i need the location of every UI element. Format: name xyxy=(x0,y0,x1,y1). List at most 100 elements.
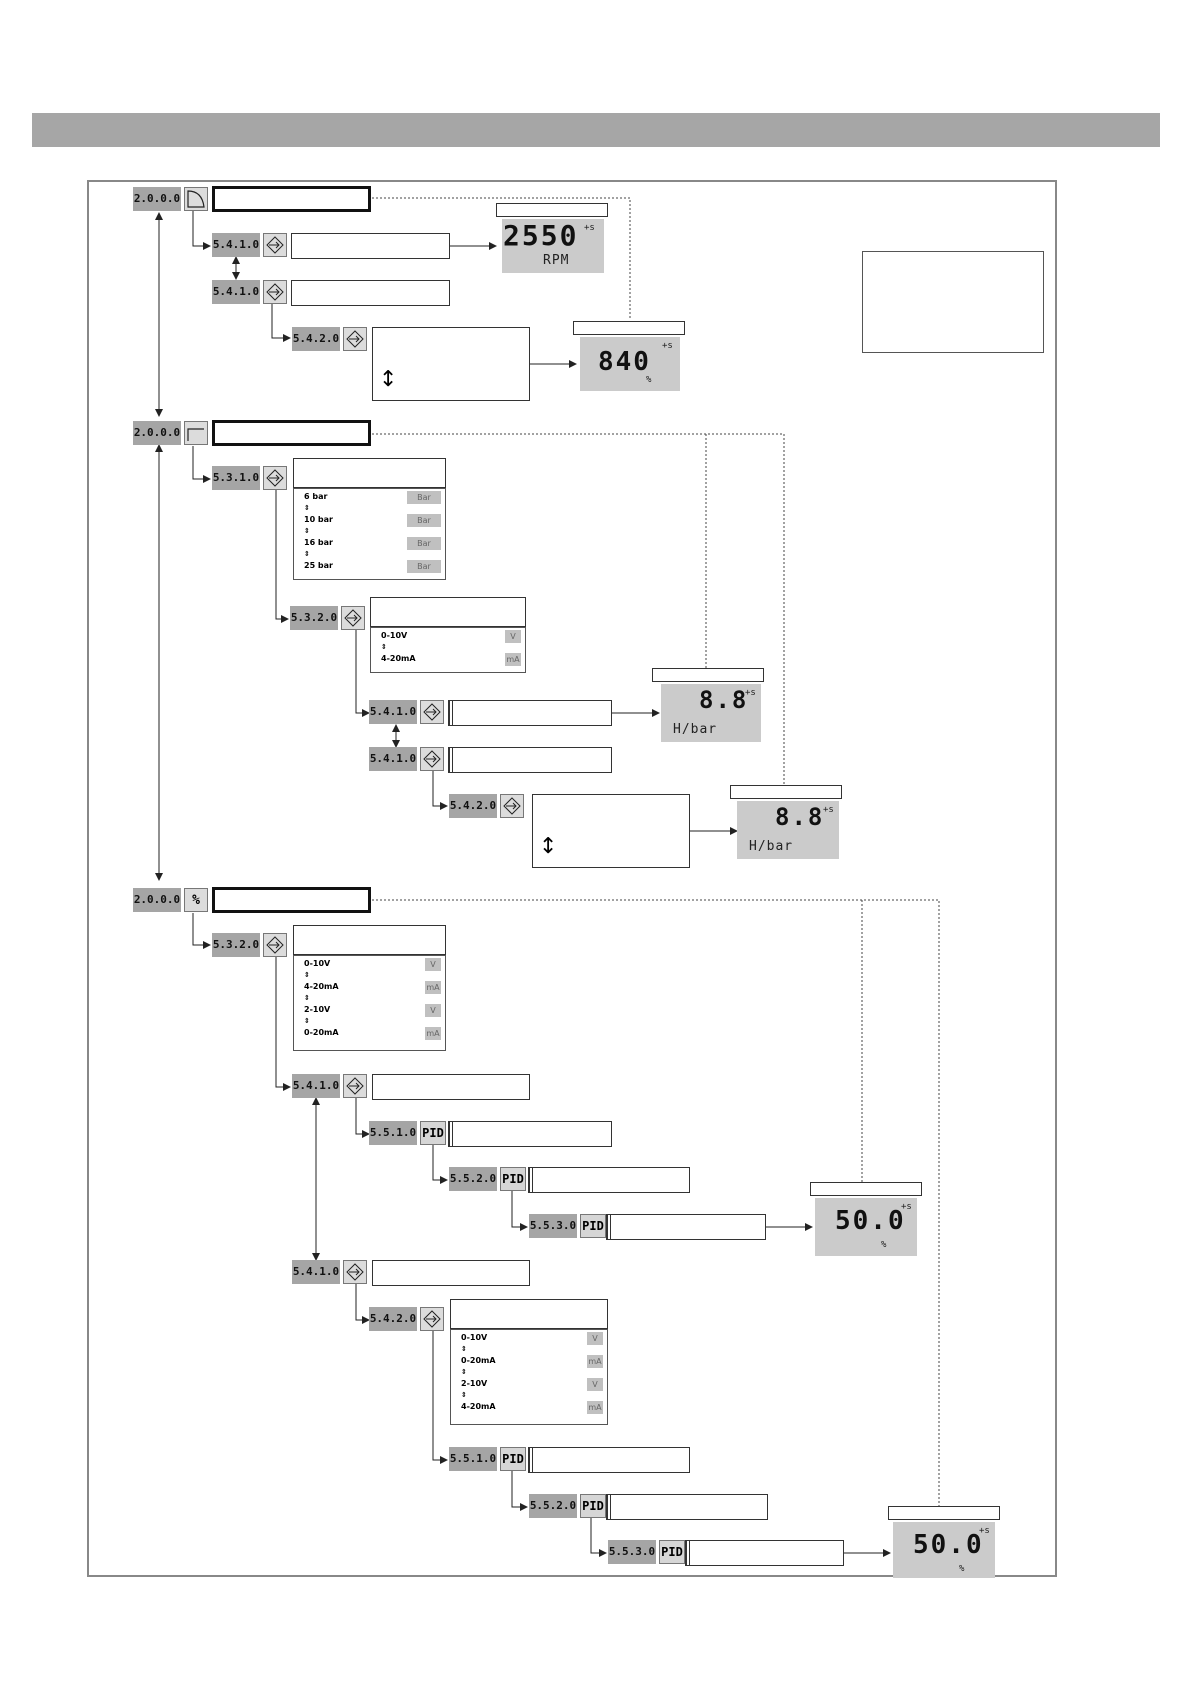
text-box-5520-a xyxy=(532,1167,690,1193)
code-5410-e: 5.4.1.0 xyxy=(292,1074,340,1098)
unit-ma: mA xyxy=(587,1401,603,1414)
display-unit: % xyxy=(881,1240,887,1250)
option-separator: ⇕ xyxy=(461,1368,467,1376)
display-value: 840 xyxy=(598,347,651,377)
text-box-5530-b xyxy=(689,1540,844,1566)
updown-arrow-icon: ↕ xyxy=(539,834,558,859)
unit-bar: Bar xyxy=(407,491,441,504)
text-box-5410-a xyxy=(291,233,450,259)
code-2000-c: 2.0.0.0 xyxy=(133,888,181,912)
option-6bar: 6 bar xyxy=(304,492,328,501)
option-0-20ma: 0-20mA xyxy=(304,1028,339,1037)
parameter-icon xyxy=(343,1074,367,1098)
code-5410-c: 5.4.1.0 xyxy=(369,700,417,724)
code-5420-b: 5.4.2.0 xyxy=(449,794,497,818)
option-2-10v: 2-10V xyxy=(304,1005,331,1014)
parameter-icon xyxy=(263,933,287,957)
header-band xyxy=(32,113,1160,147)
text-box-5420-b: ↕ xyxy=(532,794,690,868)
lcd-display-4: 8.8 +s H/bar xyxy=(737,801,839,859)
code-5410-f: 5.4.1.0 xyxy=(292,1260,340,1284)
unit-ma: mA xyxy=(505,653,521,666)
unit-ma: mA xyxy=(425,1027,441,1040)
main-title-box-1 xyxy=(212,186,371,212)
display-superscript: +s xyxy=(662,341,673,351)
text-box-5420-c xyxy=(450,1299,608,1329)
code-5510-a: 5.5.1.0 xyxy=(369,1121,417,1145)
pid-icon: PID xyxy=(500,1447,526,1471)
code-2000-b: 2.0.0.0 xyxy=(133,421,181,445)
updown-arrow-icon: ↕ xyxy=(379,367,398,392)
unit-bar: Bar xyxy=(407,560,441,573)
option-0-20ma: 0-20mA xyxy=(461,1356,496,1365)
text-box-5410-d xyxy=(452,747,612,773)
option-separator: ⇕ xyxy=(304,1017,310,1025)
lcd-display-2: 840 +s % xyxy=(580,337,680,391)
display-caption-bar-2 xyxy=(573,321,685,335)
code-5310: 5.3.1.0 xyxy=(212,466,260,490)
display-superscript: +s xyxy=(823,805,834,815)
code-5510-b: 5.5.1.0 xyxy=(449,1447,497,1471)
unit-bar: Bar xyxy=(407,537,441,550)
code-5530-b: 5.5.3.0 xyxy=(608,1540,656,1564)
lcd-display-3: 8.8 +s H/bar xyxy=(661,684,761,742)
code-5410-d: 5.4.1.0 xyxy=(369,747,417,771)
parameter-icon xyxy=(263,233,287,257)
pid-icon: PID xyxy=(580,1494,606,1518)
option-separator: ⇕ xyxy=(461,1391,467,1399)
parameter-icon xyxy=(263,466,287,490)
display-superscript: +s xyxy=(979,1526,990,1536)
lcd-display-5: 50.0 +s % xyxy=(815,1198,917,1256)
display-caption-bar-5 xyxy=(810,1182,922,1196)
option-separator: ⇕ xyxy=(304,994,310,1002)
text-box-5530-a xyxy=(610,1214,766,1240)
pid-icon: PID xyxy=(580,1214,606,1238)
code-5320-a: 5.3.2.0 xyxy=(290,606,338,630)
text-box-5420-a: ↕ xyxy=(372,327,530,401)
display-caption-bar-3 xyxy=(652,668,764,682)
code-5420-a: 5.4.2.0 xyxy=(292,327,340,351)
text-box-5510-b xyxy=(532,1447,690,1473)
display-caption-bar-4 xyxy=(730,785,842,799)
main-title-box-2 xyxy=(212,420,371,446)
unit-v: V xyxy=(587,1332,603,1345)
text-box-5410-f xyxy=(372,1260,530,1286)
option-4-20ma: 4-20mA xyxy=(381,654,416,663)
pid-icon: PID xyxy=(420,1121,446,1145)
unit-v: V xyxy=(425,1004,441,1017)
display-unit: % xyxy=(646,375,652,385)
pid-icon: PID xyxy=(659,1540,685,1564)
parameter-icon xyxy=(343,1260,367,1284)
option-25bar: 25 bar xyxy=(304,561,333,570)
display-value: 8.8 xyxy=(775,803,825,831)
option-0-10v: 0-10V xyxy=(304,959,331,968)
display-caption-bar-1 xyxy=(496,203,608,217)
unit-ma: mA xyxy=(587,1355,603,1368)
parameter-icon xyxy=(420,700,444,724)
code-5520-b: 5.5.2.0 xyxy=(529,1494,577,1518)
display-unit: % xyxy=(959,1564,965,1574)
text-box-5410-e xyxy=(372,1074,530,1100)
diagram-frame xyxy=(87,180,1057,1577)
text-box-5410-c xyxy=(452,700,612,726)
code-2000-a: 2.0.0.0 xyxy=(133,187,181,211)
display-value: 50.0 xyxy=(913,1530,984,1560)
display-caption-bar-6 xyxy=(888,1506,1000,1520)
code-5320-b: 5.3.2.0 xyxy=(212,933,260,957)
display-value: 50.0 xyxy=(835,1206,906,1236)
option-4-20ma: 4-20mA xyxy=(304,982,339,991)
parameter-icon xyxy=(500,794,524,818)
option-16bar: 16 bar xyxy=(304,538,333,547)
signal-options-list-b: 0-10V V ⇕ 4-20mA mA ⇕ 2-10V V ⇕ 0-20mA m… xyxy=(293,955,446,1051)
percent-icon: % xyxy=(184,888,208,912)
option-separator: ⇕ xyxy=(381,643,387,651)
option-10bar: 10 bar xyxy=(304,515,333,524)
unit-v: V xyxy=(587,1378,603,1391)
display-superscript: +s xyxy=(745,688,756,698)
display-unit: H/bar xyxy=(749,839,794,854)
main-title-box-3 xyxy=(212,887,371,913)
text-box-5320-b xyxy=(293,925,446,955)
step-icon xyxy=(184,421,208,445)
option-0-10v: 0-10V xyxy=(381,631,408,640)
